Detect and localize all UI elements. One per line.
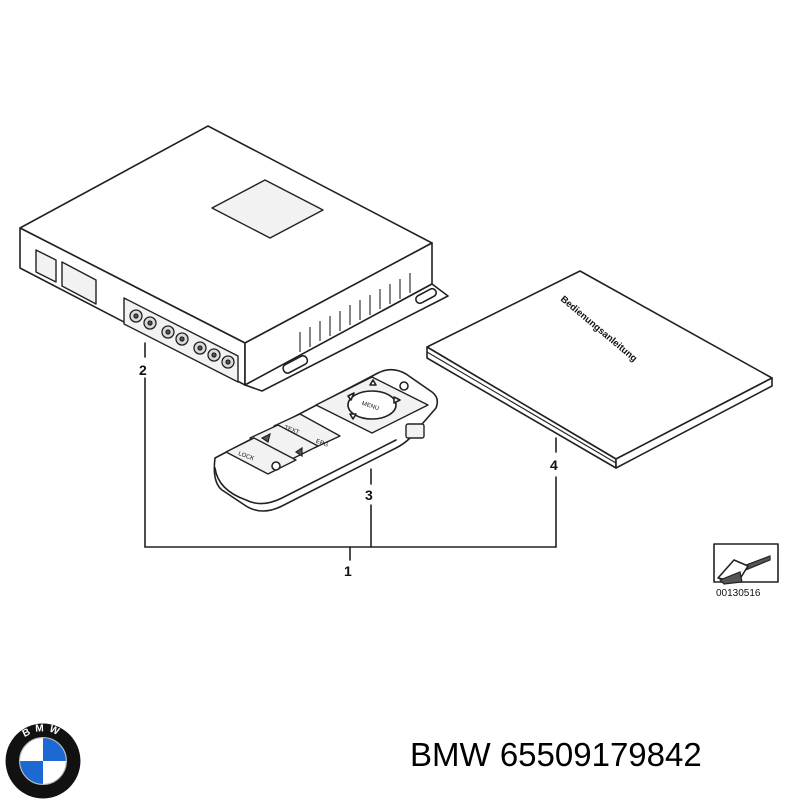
- part-number: 65509179842: [499, 736, 702, 773]
- menu-button-label: MENU: [361, 401, 380, 412]
- text-button-label: TEXT: [283, 425, 300, 436]
- epg-button-label: EPG: [315, 439, 329, 449]
- reference-symbol: [713, 543, 779, 585]
- lock-button-label: LOCK: [237, 451, 254, 462]
- callout-3: 3: [365, 487, 373, 503]
- brand-name: BMW: [410, 736, 491, 773]
- reference-number: 00130516: [716, 588, 761, 599]
- callout-1: 1: [344, 563, 352, 579]
- bmw-logo: BMW: [5, 723, 81, 799]
- callout-4: 4: [550, 457, 558, 473]
- logo-quadrant-blue: [43, 737, 67, 761]
- remote-control: MENU TEXT EPG LOCK: [213, 368, 439, 512]
- callout-lines: [144, 342, 557, 561]
- control-unit: [19, 125, 449, 392]
- owners-manual: Bedienungsanleitung: [426, 270, 773, 469]
- callout-2: 2: [139, 362, 147, 378]
- part-caption: BMW 65509179842: [410, 736, 702, 774]
- logo-quadrant-blue-2: [19, 761, 43, 785]
